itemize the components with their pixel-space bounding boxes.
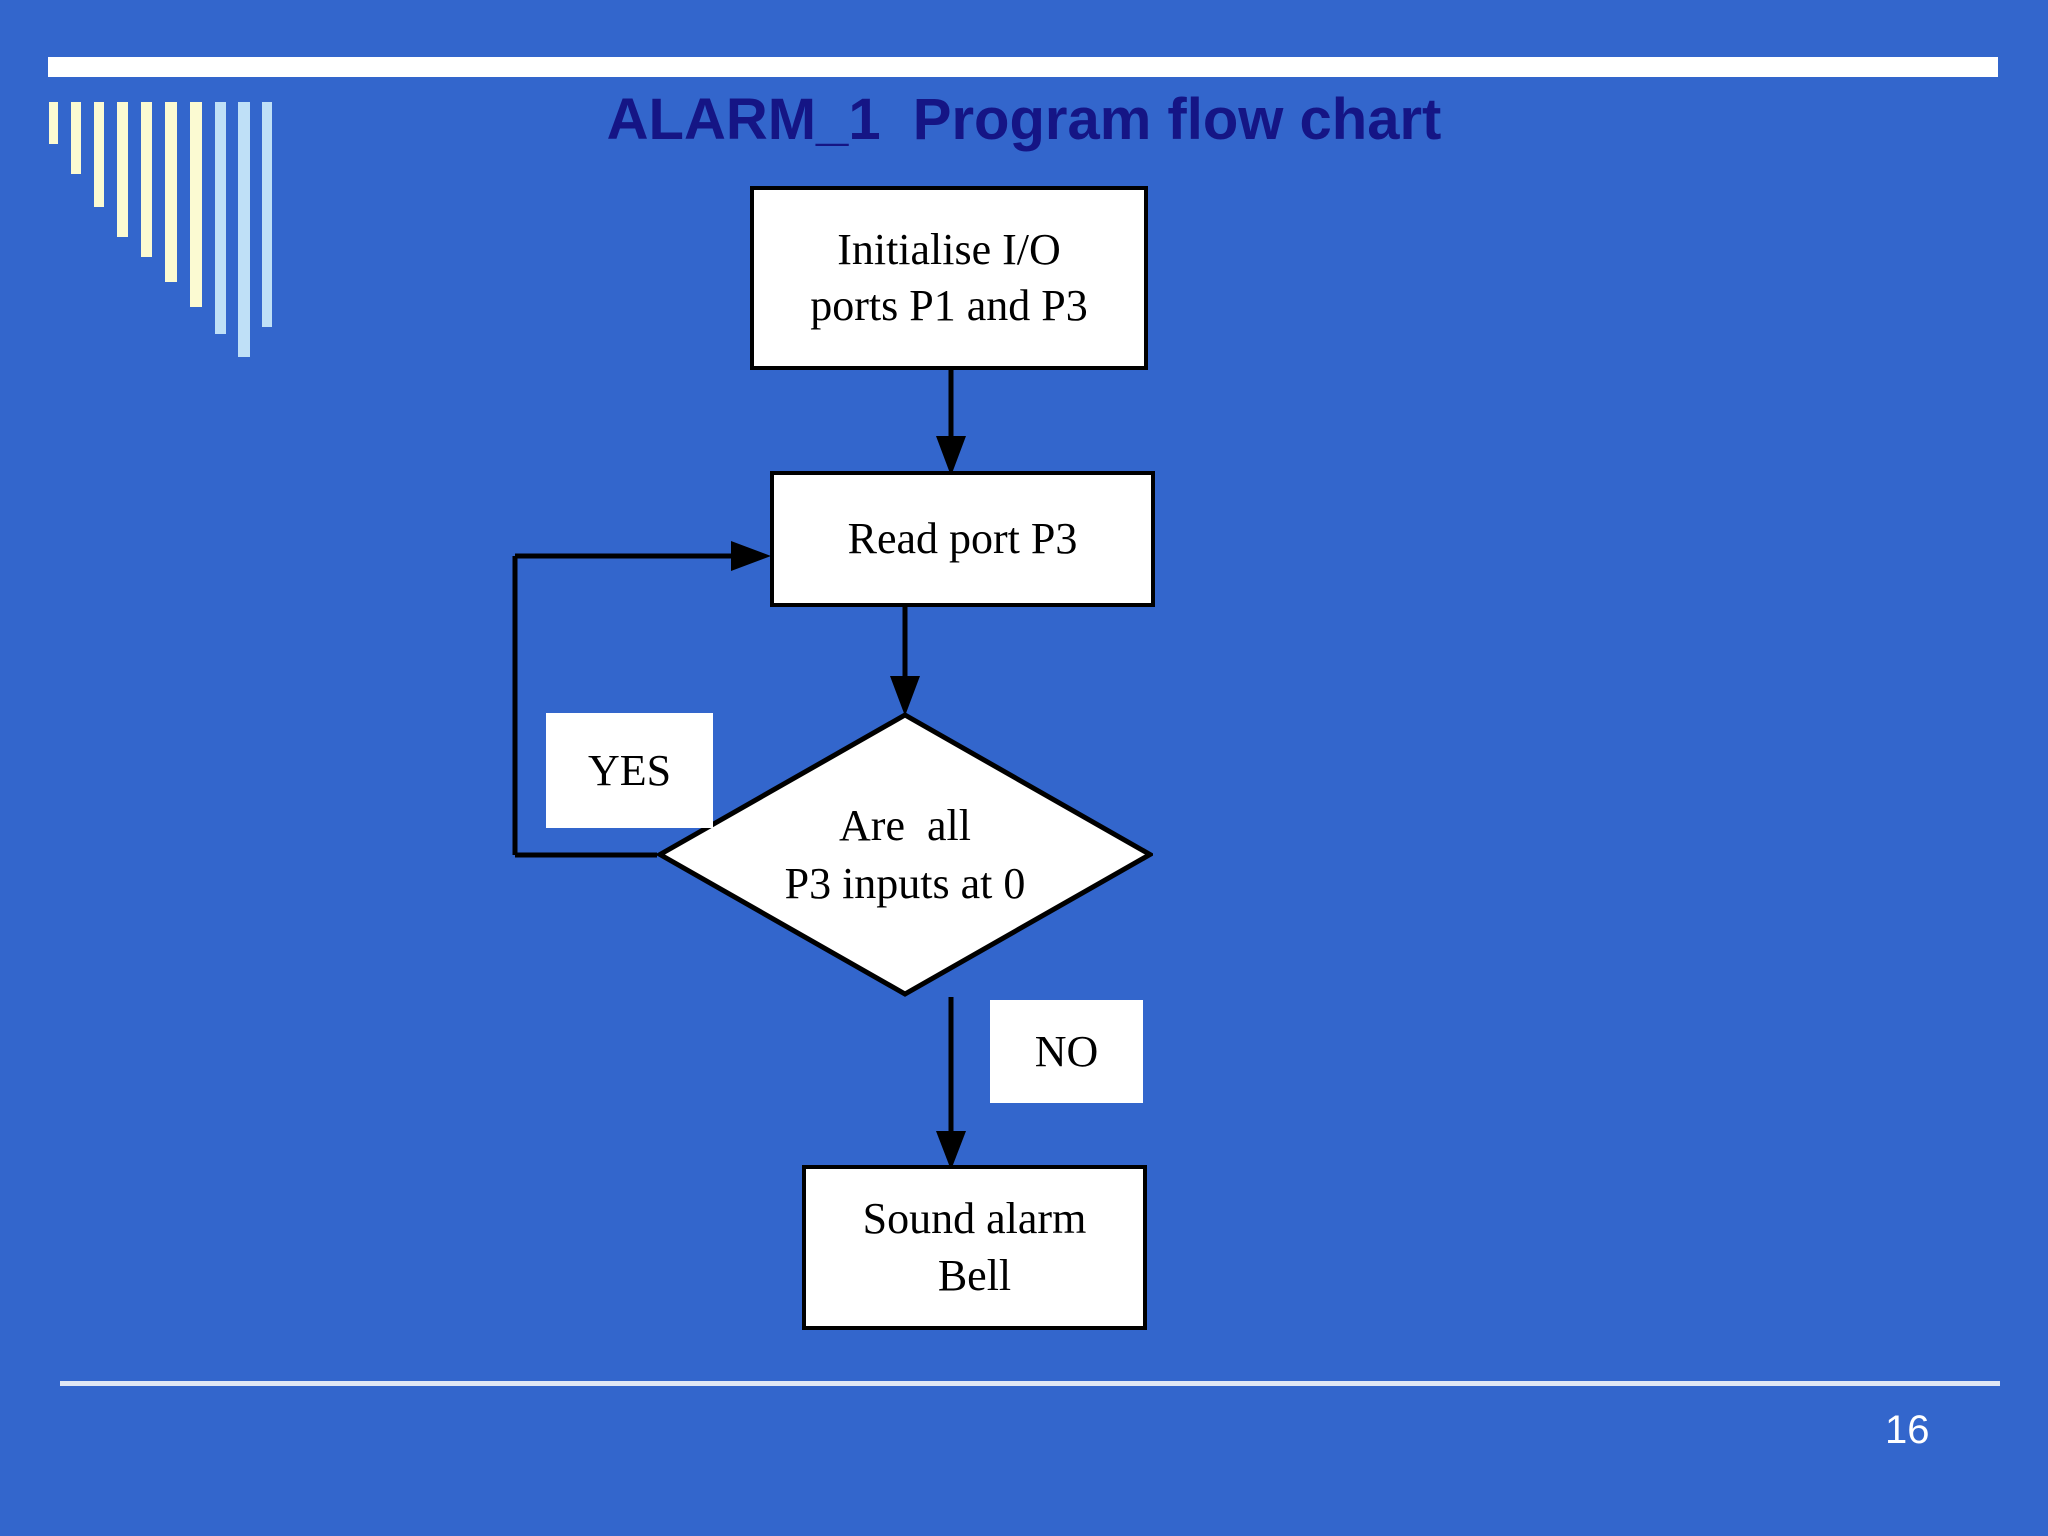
node-line: ports P1 and P3 <box>810 281 1088 330</box>
node-line: Read port P3 <box>847 513 1078 563</box>
corner-bar-motif <box>0 0 360 420</box>
decor-bar-1 <box>49 102 58 144</box>
page-title: ALARM_1 Program flow chart <box>606 87 1442 152</box>
footer-rule <box>60 1381 2000 1386</box>
decor-bar-8 <box>215 102 226 334</box>
node-line: Sound alarm <box>862 1194 1087 1244</box>
flow-node-initialise[interactable]: Initialise I/O ports P1 and P3 <box>750 186 1148 370</box>
decor-bar-5 <box>141 102 152 257</box>
decor-bar-9 <box>238 102 250 357</box>
edge-label-yes: YES <box>546 713 713 828</box>
header-rule <box>48 57 1998 77</box>
decor-bar-10 <box>262 102 272 327</box>
flow-node-read-port[interactable]: Read port P3 <box>770 471 1155 607</box>
flow-node-sound-alarm[interactable]: Sound alarm Bell <box>802 1165 1147 1330</box>
decor-bar-3 <box>94 102 104 207</box>
decor-bar-2 <box>71 102 81 174</box>
edge-label-no: NO <box>990 1000 1143 1103</box>
flow-node-decision[interactable]: Are all P3 inputs at 0 <box>657 712 1153 997</box>
decor-bar-4 <box>117 102 128 237</box>
decor-bar-6 <box>165 102 177 282</box>
decor-bar-7 <box>190 102 202 307</box>
node-line: Initialise I/O <box>837 224 1061 274</box>
page-number: 16 <box>1885 1408 1930 1452</box>
node-line: Bell <box>937 1250 1012 1300</box>
